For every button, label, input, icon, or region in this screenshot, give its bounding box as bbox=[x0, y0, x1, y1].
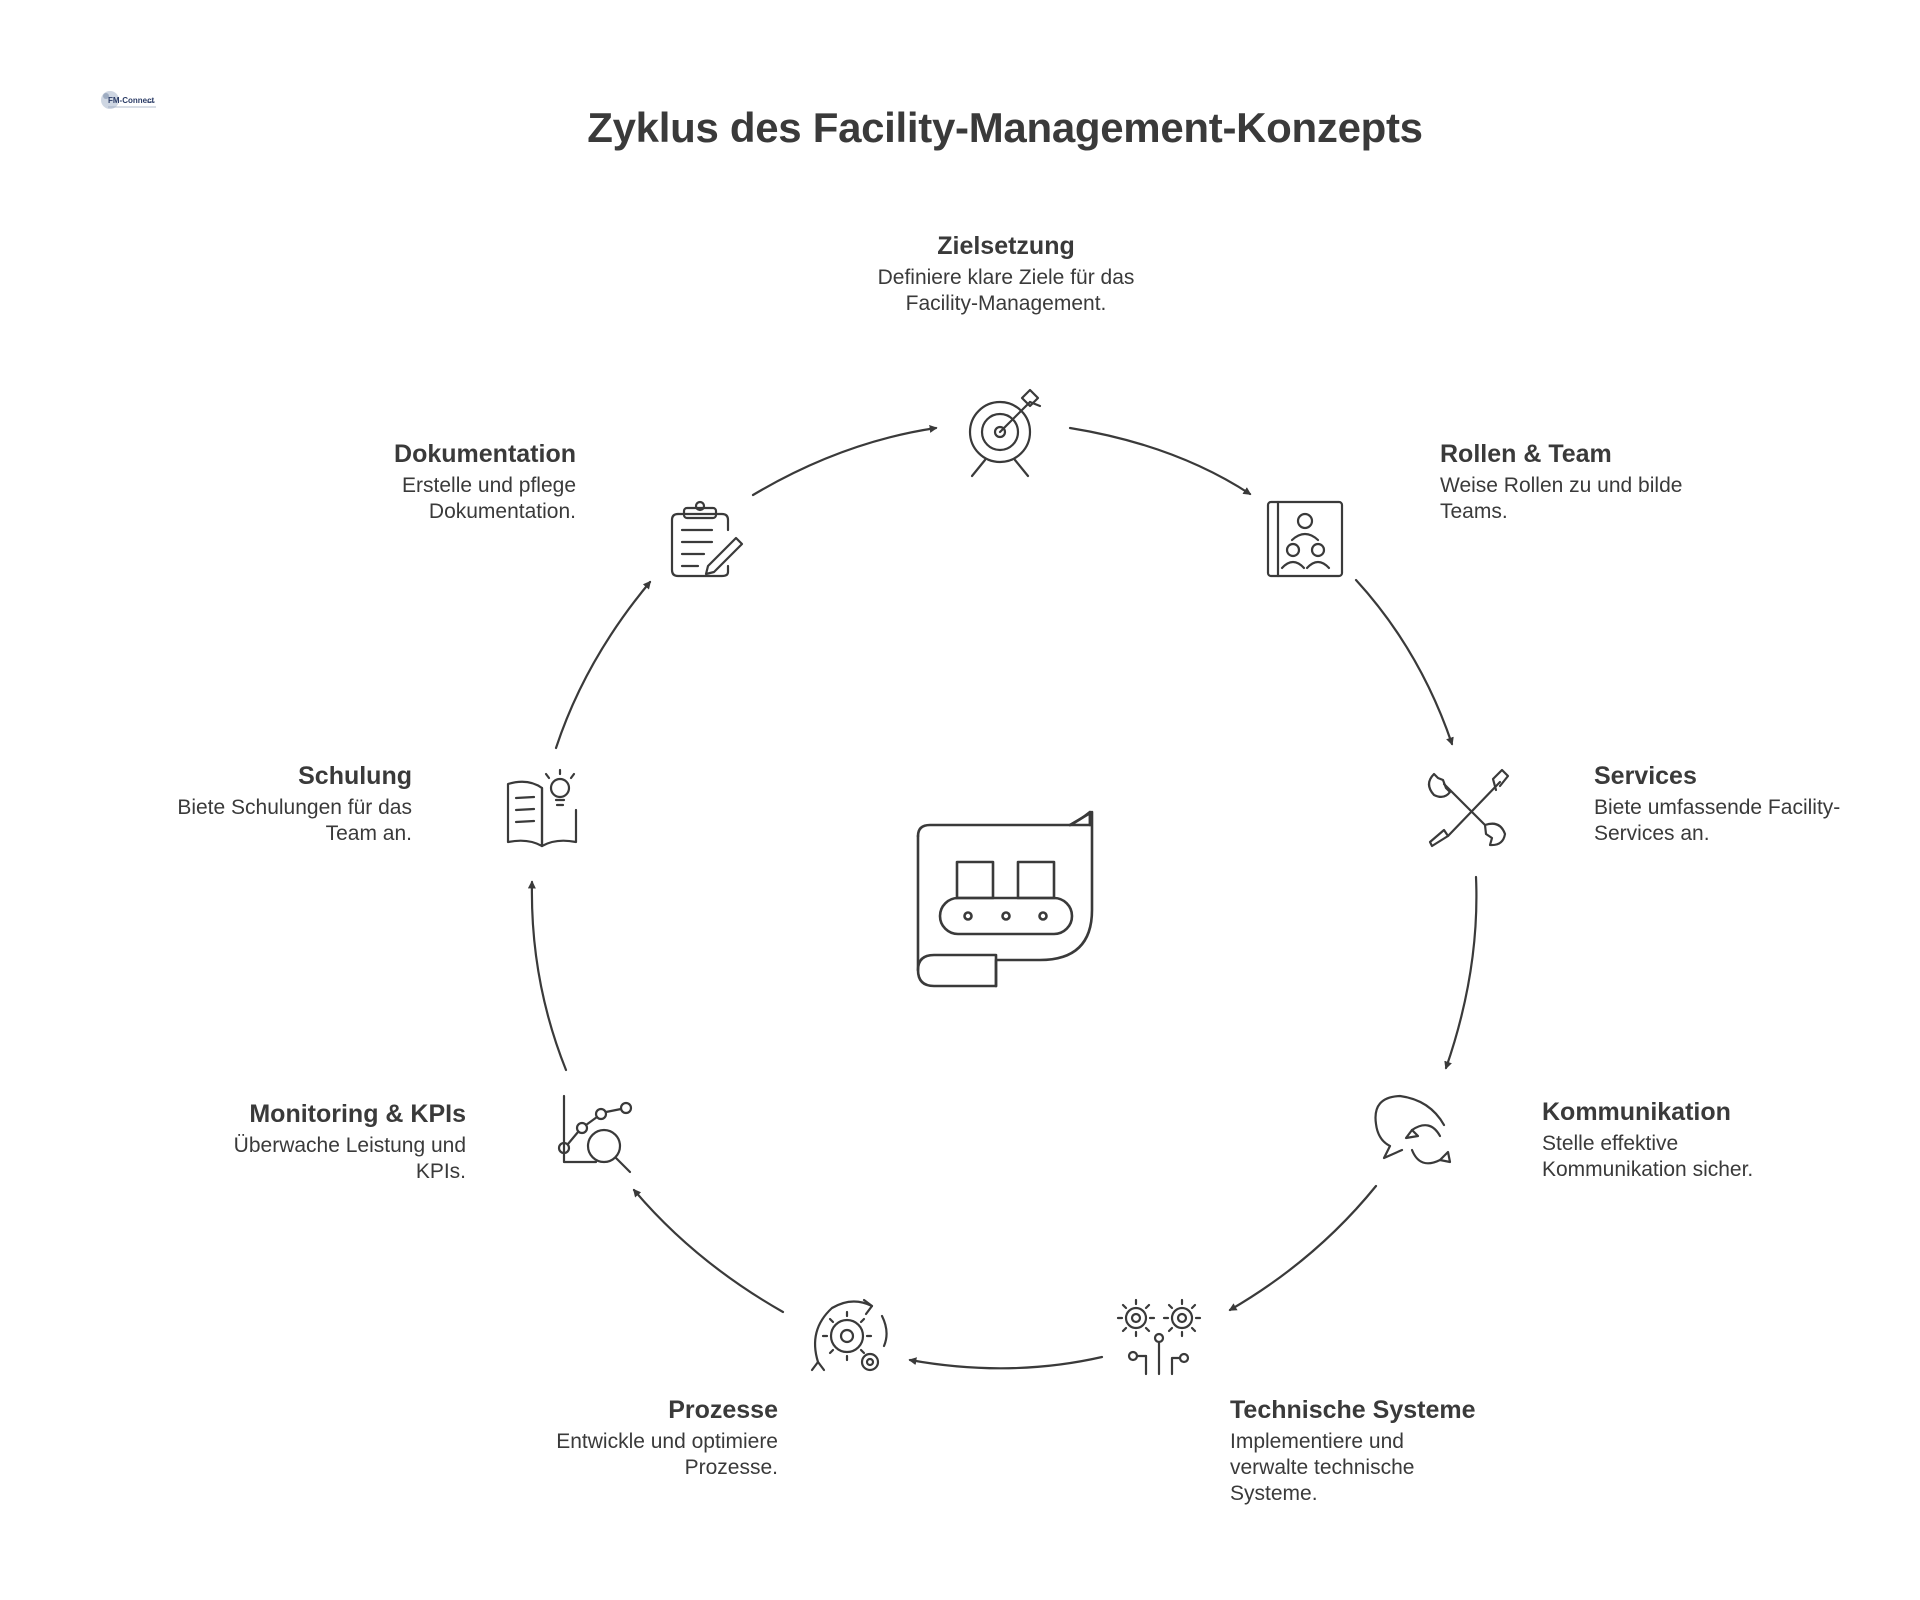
page-title: Zyklus des Facility-Management-Konzepts bbox=[587, 104, 1423, 151]
step-technische-systeme: Technische Systeme Implementiere und ver… bbox=[1230, 1396, 1530, 1507]
arrow-schulung-dokumentation bbox=[554, 580, 652, 750]
gear-cycle-icon bbox=[810, 1298, 888, 1372]
arrow-kommunikation-technische bbox=[1228, 1184, 1378, 1312]
step-description: Weise Rollen zu und bilde Teams. bbox=[1440, 474, 1683, 523]
arrow-zielsetzung-rollen bbox=[1068, 426, 1252, 496]
step-description: Entwickle und optimiere Prozesse. bbox=[556, 1430, 778, 1479]
step-description: Implementiere und verwalte technische Sy… bbox=[1230, 1430, 1415, 1505]
arrow-technische-prozesse bbox=[908, 1355, 1104, 1370]
arrow-monitoring-schulung bbox=[527, 880, 568, 1072]
step-rollen-team: Rollen & Team Weise Rollen zu und bilde … bbox=[1440, 440, 1760, 525]
step-zielsetzung: Zielsetzung Definiere klare Ziele für da… bbox=[856, 232, 1156, 317]
step-monitoring-kpis: Monitoring & KPIs Überwache Leistung und… bbox=[150, 1100, 466, 1185]
step-title: Monitoring & KPIs bbox=[249, 1100, 466, 1128]
step-services: Services Biete umfassende Facility- Serv… bbox=[1594, 762, 1914, 847]
step-title: Services bbox=[1594, 762, 1697, 790]
conveyor-scroll-icon bbox=[916, 810, 1094, 988]
step-title: Rollen & Team bbox=[1440, 440, 1612, 468]
step-description: Biete umfassende Facility- Services an. bbox=[1594, 796, 1841, 845]
step-schulung: Schulung Biete Schulungen für das Team a… bbox=[110, 762, 412, 847]
arrow-prozesse-monitoring bbox=[632, 1188, 785, 1314]
clipboard-pen-icon bbox=[670, 500, 744, 578]
arrow-dokumentation-zielsetzung bbox=[751, 424, 938, 497]
step-title: Kommunikation bbox=[1542, 1098, 1731, 1126]
team-icon bbox=[1266, 500, 1344, 578]
step-kommunikation: Kommunikation Stelle effektive Kommunika… bbox=[1542, 1098, 1872, 1183]
target-icon bbox=[968, 388, 1042, 478]
book-idea-icon bbox=[506, 768, 578, 848]
step-prozesse: Prozesse Entwickle und optimiere Prozess… bbox=[478, 1396, 778, 1481]
arrow-services-kommunikation bbox=[1444, 875, 1478, 1070]
chat-refresh-icon bbox=[1374, 1094, 1452, 1165]
step-description: Erstelle und pflege Dokumentation. bbox=[402, 474, 576, 523]
step-dokumentation: Dokumentation Erstelle und pflege Dokume… bbox=[276, 440, 576, 525]
step-description: Definiere klare Ziele für das Facility-M… bbox=[877, 266, 1135, 315]
step-title: Prozesse bbox=[668, 1396, 778, 1424]
arrow-rollen-services bbox=[1354, 578, 1454, 746]
step-title: Technische Systeme bbox=[1230, 1396, 1476, 1424]
step-title: Dokumentation bbox=[394, 440, 576, 468]
step-title: Zielsetzung bbox=[937, 232, 1075, 260]
gears-circuit-icon bbox=[1116, 1298, 1202, 1376]
step-description: Stelle effektive Kommunikation sicher. bbox=[1542, 1132, 1754, 1181]
tools-icon bbox=[1427, 768, 1510, 848]
step-description: Biete Schulungen für das Team an. bbox=[177, 796, 412, 845]
step-title: Schulung bbox=[298, 762, 412, 790]
chart-magnifier-icon bbox=[557, 1094, 633, 1174]
fm-connect-logo: FM-Connect .com bbox=[101, 91, 156, 109]
svg-text:.com: .com bbox=[146, 99, 155, 104]
svg-text:FM-Connect: FM-Connect bbox=[108, 96, 155, 105]
step-description: Überwache Leistung und KPIs. bbox=[233, 1134, 466, 1183]
